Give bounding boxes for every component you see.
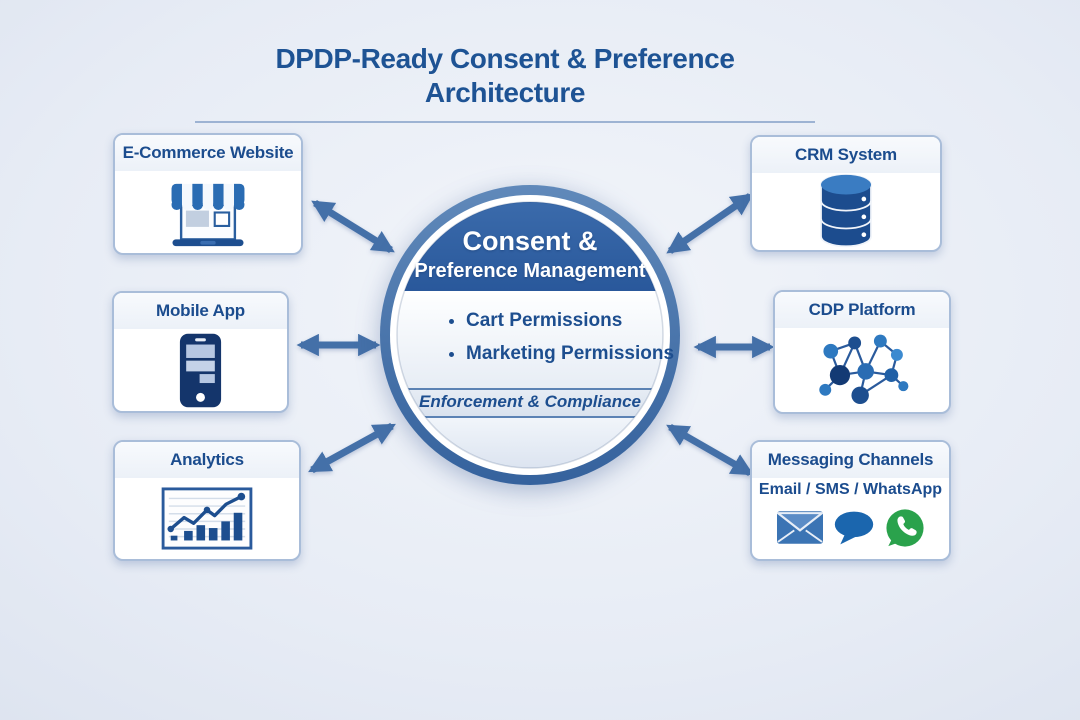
node-mobile-app: Mobile App: [112, 291, 289, 413]
node-ecommerce-website: E-Commerce Website: [113, 133, 303, 255]
arrow-analytics-center: [308, 422, 396, 474]
node-label: Mobile App: [114, 293, 287, 329]
page-title: DPDP-Ready Consent & Preference Architec…: [275, 43, 735, 108]
email-icon: [776, 511, 823, 544]
smartphone-icon: [179, 333, 222, 407]
node-label: CRM System: [752, 137, 940, 173]
bar-chart-icon: [161, 487, 253, 550]
whatsapp-icon: [885, 508, 924, 547]
permission-item: Marketing Permissions: [466, 343, 674, 365]
sms-bubble-icon: [834, 511, 873, 544]
node-crm-system: CRM System: [750, 135, 942, 252]
arrow-ecommerce-center: [311, 200, 395, 253]
consent-hub-circle: [380, 185, 680, 485]
network-graph-icon: [819, 334, 909, 404]
node-label: Analytics: [115, 442, 299, 478]
node-cdp-platform: CDP Platform: [773, 290, 951, 414]
hub-permission-list: Cart Permissions Marketing Permissions: [448, 310, 674, 376]
arrow-messaging-center: [666, 423, 754, 477]
node-analytics: Analytics: [113, 440, 301, 561]
storefront-icon: [171, 183, 245, 246]
hub-heading-line2: Preference Management: [414, 260, 646, 282]
node-messaging-channels: Messaging Channels Email / SMS / WhatsAp…: [750, 440, 951, 561]
node-label: Messaging Channels: [752, 442, 949, 478]
permission-item: Cart Permissions: [466, 310, 674, 332]
node-label: CDP Platform: [775, 292, 949, 328]
hub-enforcement-band: Enforcement & Compliance: [419, 392, 641, 411]
database-icon: [820, 174, 872, 248]
arrow-crm-center: [666, 193, 754, 254]
node-label: E-Commerce Website: [115, 135, 301, 171]
page-title-block: DPDP-Ready Consent & Preference Architec…: [195, 42, 815, 123]
node-sublabel: Email / SMS / WhatsApp: [758, 481, 943, 498]
hub-heading-line1: Consent &: [462, 226, 598, 256]
